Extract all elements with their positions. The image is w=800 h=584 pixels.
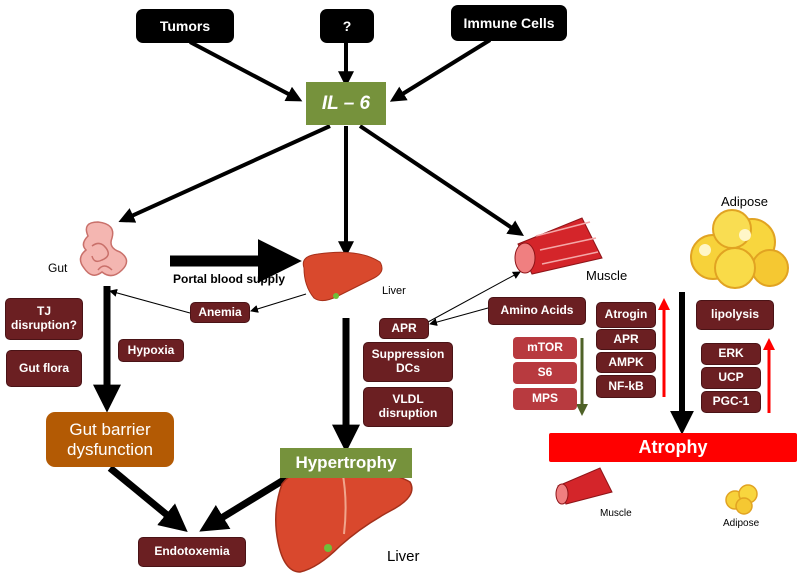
arrow-tumors-il6 [189, 40, 303, 102]
tj-disruption-box: TJ disruption? [5, 298, 83, 340]
muscle-illustration [514, 217, 603, 275]
endotoxemia-box: Endotoxemia [138, 537, 246, 567]
small-adipose-illustration [725, 484, 758, 515]
apr-liver-box: APR [379, 318, 429, 339]
suppression-dcs-box: Suppression DCs [363, 342, 453, 382]
gut-illustration [79, 221, 128, 277]
lipolysis-box: lipolysis [696, 300, 774, 330]
mps-box: MPS [513, 388, 577, 410]
hypertrophy-box: Hypertrophy [280, 448, 412, 478]
unknown-factor-box: ? [320, 9, 374, 43]
ampk-box: AMPK [596, 352, 656, 373]
anemia-box: Anemia [190, 302, 250, 323]
immune-cells-box: Immune Cells [451, 5, 567, 41]
mtor-box: mTOR [513, 337, 577, 359]
arrow-il6-muscle [358, 124, 524, 237]
liver-large-label: Liver [387, 548, 420, 565]
ucp-box: UCP [701, 367, 761, 389]
amino-acids-box: Amino Acids [488, 297, 586, 325]
adipose-illustration [690, 209, 789, 289]
il6-box: IL – 6 [306, 82, 386, 125]
atrophy-box: Atrophy [549, 433, 797, 462]
small-muscle-illustration [555, 467, 613, 505]
muscle-small-label: Muscle [600, 508, 632, 519]
adipose-label: Adipose [721, 194, 768, 209]
arrow-apr-muscle [427, 271, 521, 323]
hypoxia-box: Hypoxia [118, 339, 184, 362]
arrow-barrier-endotoxemia [107, 465, 188, 533]
small-liver-illustration [302, 251, 383, 302]
arrow-hypertrophy-endotoxemia [199, 467, 302, 532]
tumors-box: Tumors [136, 9, 234, 43]
muscle-label: Muscle [586, 268, 628, 283]
nfkb-box: NF-kB [596, 375, 656, 398]
arrow-il6-gut [118, 124, 331, 223]
atrogin-box: Atrogin [596, 302, 656, 328]
pgc1-box: PGC-1 [701, 391, 761, 413]
arrow-amino-apr [429, 307, 489, 326]
apr-muscle-box: APR [596, 329, 656, 350]
s6-box: S6 [513, 362, 577, 384]
arrow-immune-il6 [389, 38, 492, 102]
erk-box: ERK [701, 343, 761, 365]
gut-label: Gut [48, 261, 68, 275]
gut-barrier-box: Gut barrier dysfunction [46, 412, 174, 467]
adipose-small-label: Adipose [723, 518, 760, 529]
arrow-liver-anemia [250, 293, 307, 313]
vldl-disruption-box: VLDL disruption [363, 387, 453, 427]
liver-small-label: Liver [382, 285, 406, 297]
portal-blood-label: Portal blood supply [173, 272, 286, 286]
arrow-anemia-gut [109, 288, 191, 314]
gut-flora-box: Gut flora [6, 350, 82, 387]
